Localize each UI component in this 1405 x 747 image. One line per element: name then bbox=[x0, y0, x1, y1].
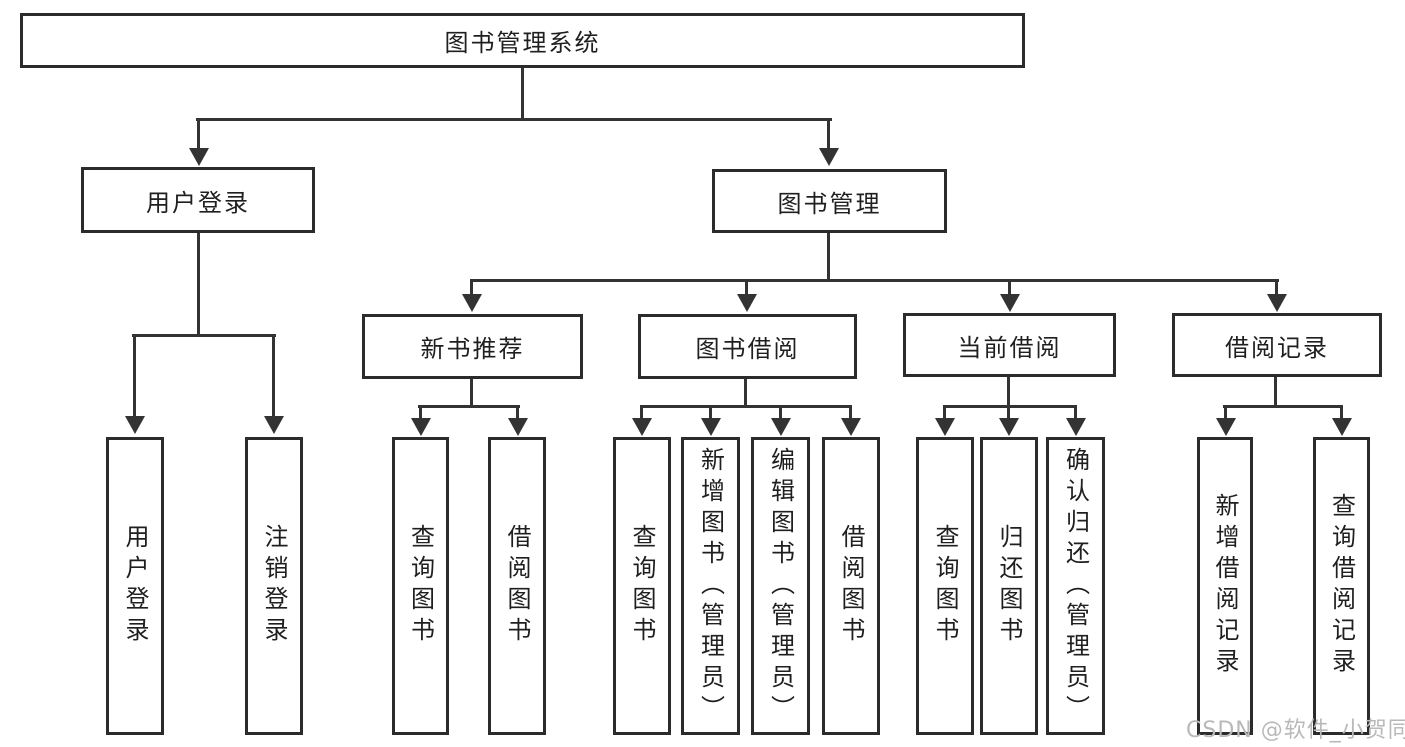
leaf-nb-borrow-book: 借阅图书 bbox=[488, 437, 546, 735]
new-book-recommend-label: 新书推荐 bbox=[420, 335, 525, 363]
connector-book-borrow-rail bbox=[640, 405, 852, 408]
connector-borrow-record-rail bbox=[1223, 405, 1343, 408]
arrow-to-leaf-user-login bbox=[124, 334, 145, 434]
leaf-cb-query-book-label: 查询图书 bbox=[931, 524, 959, 648]
root-node-label: 图书管理系统 bbox=[444, 29, 601, 57]
leaf-bb-edit-book-admin: 编辑图书（管理员） bbox=[751, 437, 810, 735]
connector-level2-rail bbox=[470, 279, 1279, 282]
leaf-user-login: 用户登录 bbox=[106, 437, 164, 735]
leaf-cb-confirm-return-admin: 确认归还（管理员） bbox=[1046, 437, 1105, 735]
book-borrow-node: 图书借阅 bbox=[638, 314, 857, 379]
csdn-watermark: CSDN @软件_小贺同学 bbox=[1186, 718, 1405, 743]
arrow-to-book-management bbox=[818, 118, 839, 166]
arrow-to-leaf-logout bbox=[263, 334, 284, 434]
new-book-recommend-node: 新书推荐 bbox=[362, 314, 583, 379]
arrow-bb-borrow-book bbox=[840, 405, 861, 436]
leaf-nb-borrow-book-label: 借阅图书 bbox=[503, 524, 531, 648]
connector-user-login-stem bbox=[197, 231, 200, 337]
leaf-logout-label: 注销登录 bbox=[260, 524, 288, 648]
arrow-to-book-borrow bbox=[736, 279, 757, 312]
leaf-br-query-record: 查询借阅记录 bbox=[1313, 437, 1370, 735]
user-login-node-label: 用户登录 bbox=[146, 188, 250, 217]
current-borrow-node: 当前借阅 bbox=[903, 313, 1116, 377]
leaf-bb-query-book-label: 查询图书 bbox=[628, 524, 656, 648]
leaf-bb-borrow-book: 借阅图书 bbox=[822, 437, 880, 735]
leaf-bb-add-book-admin-label: 新增图书（管理员） bbox=[696, 446, 725, 726]
root-node: 图书管理系统 bbox=[20, 13, 1025, 68]
arrow-cb-query-book bbox=[934, 405, 955, 436]
leaf-br-add-record: 新增借阅记录 bbox=[1197, 437, 1253, 735]
arrow-nb-query-book bbox=[410, 405, 431, 436]
arrow-to-new-book-recommend bbox=[461, 279, 482, 312]
connector-book-management-stem bbox=[827, 231, 830, 282]
leaf-cb-query-book: 查询图书 bbox=[916, 437, 974, 735]
leaf-br-query-record-label: 查询借阅记录 bbox=[1327, 493, 1356, 679]
arrow-to-user-login bbox=[188, 118, 209, 166]
connector-level1-rail bbox=[196, 118, 832, 121]
connector-user-login-rail bbox=[132, 334, 276, 337]
borrow-record-node: 借阅记录 bbox=[1172, 313, 1382, 377]
arrow-to-current-borrow bbox=[999, 279, 1020, 312]
leaf-nb-query-book-label: 查询图书 bbox=[406, 524, 435, 648]
leaf-cb-return-book-label: 归还图书 bbox=[995, 524, 1023, 648]
leaf-bb-edit-book-admin-label: 编辑图书（管理员） bbox=[766, 446, 795, 726]
leaf-user-login-label: 用户登录 bbox=[121, 524, 149, 648]
leaf-bb-add-book-admin: 新增图书（管理员） bbox=[681, 437, 740, 735]
leaf-br-add-record-label: 新增借阅记录 bbox=[1211, 493, 1239, 679]
connector-borrow-record-stem bbox=[1274, 375, 1277, 408]
arrow-bb-edit-book bbox=[770, 405, 791, 436]
current-borrow-label: 当前借阅 bbox=[957, 333, 1062, 362]
arrow-cb-return-book bbox=[998, 405, 1019, 436]
borrow-record-label: 借阅记录 bbox=[1225, 333, 1329, 362]
leaf-nb-query-book: 查询图书 bbox=[392, 437, 449, 735]
arrow-bb-add-book bbox=[700, 405, 721, 436]
leaf-logout: 注销登录 bbox=[245, 437, 303, 735]
arrow-br-add-record bbox=[1215, 405, 1236, 436]
leaf-cb-confirm-return-admin-label: 确认归还（管理员） bbox=[1061, 446, 1090, 726]
arrow-bb-query-book bbox=[631, 405, 652, 436]
arrow-br-query-record bbox=[1331, 405, 1352, 436]
arrow-nb-borrow-book bbox=[507, 405, 528, 436]
book-management-node-label: 图书管理 bbox=[777, 189, 882, 218]
connector-new-book-rail bbox=[418, 405, 520, 408]
book-management-node: 图书管理 bbox=[712, 169, 947, 233]
user-login-node: 用户登录 bbox=[81, 167, 315, 233]
connector-book-borrow-stem bbox=[744, 377, 747, 408]
connector-current-borrow-stem bbox=[1007, 375, 1010, 408]
book-borrow-label: 图书借阅 bbox=[695, 335, 800, 363]
arrow-to-borrow-record bbox=[1266, 279, 1287, 312]
connector-new-book-stem bbox=[470, 377, 473, 408]
connector-current-borrow-rail bbox=[943, 405, 1077, 408]
leaf-cb-return-book: 归还图书 bbox=[980, 437, 1038, 735]
leaf-bb-borrow-book-label: 借阅图书 bbox=[837, 524, 865, 648]
arrow-cb-confirm-return bbox=[1065, 405, 1086, 436]
connector-root-stem bbox=[521, 66, 524, 120]
leaf-bb-query-book: 查询图书 bbox=[613, 437, 671, 735]
